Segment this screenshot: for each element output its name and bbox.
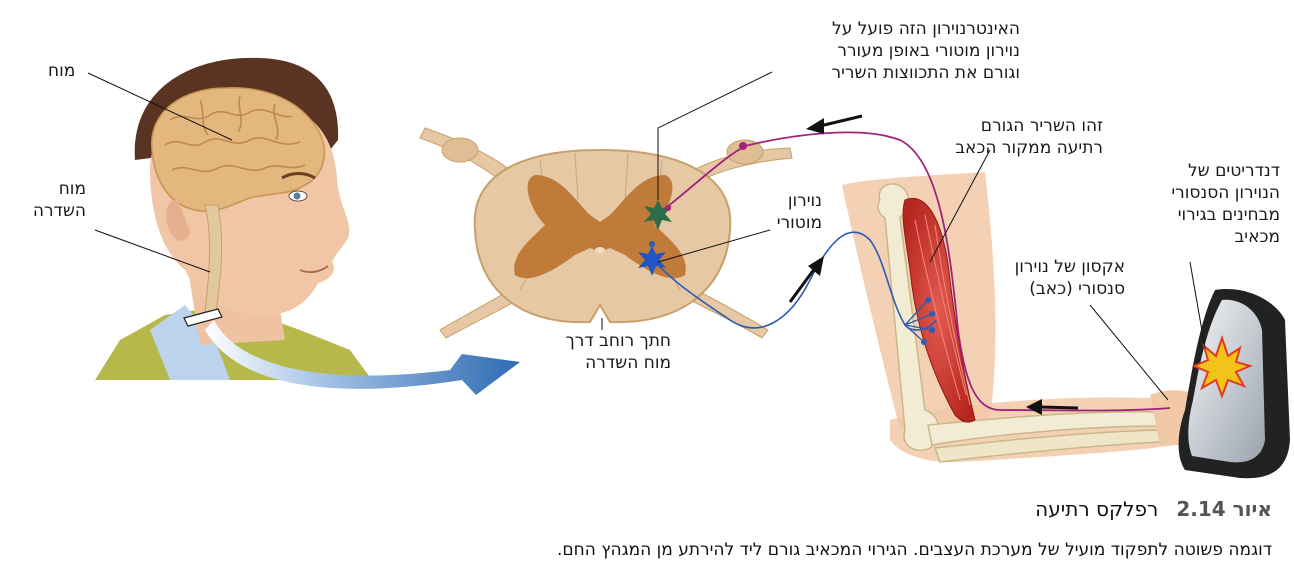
- label-cross-section-line-2: מוח השדרה: [585, 353, 671, 373]
- leader-muscle: [929, 149, 991, 263]
- spinal-cord-cross-section: [419, 127, 793, 339]
- biceps-muscle: [902, 197, 976, 423]
- cut-plane: [183, 308, 223, 327]
- label-muscle-line-1: זהו השריר הגורם: [980, 116, 1103, 136]
- motor-neuron-soma-node: [649, 241, 655, 247]
- head-illustration: [95, 57, 372, 380]
- label-dendrites-line-1: דנדריטים של: [1188, 161, 1280, 181]
- label-brain: מוח: [48, 61, 76, 81]
- eyebrow: [281, 172, 316, 180]
- label-muscle-line-2: רתיעה ממקור הכאב: [955, 138, 1103, 158]
- label-interneuron-line-2: נוירון מוטורי באופן מעורר: [837, 41, 1020, 61]
- leader-dendrites: [1189, 261, 1206, 349]
- muscle-fibers: [914, 214, 971, 406]
- sensory-dendrites: [904, 299, 933, 343]
- label-dendrites-line-2: הנוירון הסנסורי: [1171, 183, 1280, 203]
- leader-motor-neuron: [657, 229, 771, 263]
- label-interneuron: האינטרנוירון הזה פועל על נוירון מוטורי ב…: [780, 18, 1020, 84]
- nerve-root-lower-right: [693, 291, 769, 339]
- label-interneuron-line-3: וגורם את התכווצות השריר: [831, 63, 1020, 83]
- collar: [150, 305, 230, 380]
- nerve-root-lower-left: [439, 289, 519, 339]
- motor-axon-node: [739, 142, 747, 150]
- central-canal: [595, 247, 605, 253]
- mouth: [299, 265, 329, 274]
- arrow-motor-top: [819, 114, 863, 128]
- arrow-forearm: [1039, 405, 1079, 410]
- sensory-terminal-1: [925, 297, 931, 303]
- label-sensory-axon-line-1: אקסון של נוירון: [1014, 257, 1125, 277]
- label-cross-section-line-1: חתך רוחב דרך: [565, 331, 671, 351]
- ganglion-left: [441, 137, 479, 163]
- leader-sensory-axon: [1089, 304, 1169, 401]
- sensory-terminal-3: [929, 327, 935, 333]
- figure-caption-text: דוגמה פשוטה לתפקוד מועיל של מערכת העצבים…: [557, 540, 1272, 560]
- label-dendrites-line-3: מבחינים בגירוי: [1177, 205, 1280, 225]
- label-dendrites-line-4: מכאיב: [1234, 227, 1280, 247]
- label-spinal-cord: מוח השדרה: [32, 178, 86, 222]
- figure-title: רפלקס רתיעה: [1035, 497, 1159, 521]
- gray-matter: [514, 175, 686, 279]
- arrow-forearm-head: [1026, 399, 1042, 415]
- arrow-motor-top-head: [806, 118, 824, 134]
- figure-caption-title: איור 2.14 רפלקס רתיעה: [1035, 497, 1272, 521]
- brain-folds: [164, 95, 306, 173]
- big-curved-arrow: [205, 320, 520, 395]
- label-motor-neuron-line-2: מוטורי: [776, 213, 822, 233]
- arrow-sensory-up-head: [808, 256, 824, 276]
- label-motor-neuron: נוירון מוטורי: [770, 190, 822, 234]
- label-interneuron-line-1: האינטרנוירון הזה פועל על: [832, 19, 1020, 39]
- label-dendrites: דנדריטים של הנוירון הסנסורי מבחינים בגיר…: [1130, 160, 1280, 248]
- label-sensory-axon: אקסון של נוירון סנסורי (כאב): [985, 256, 1125, 300]
- leader-brain: [87, 72, 233, 141]
- pain-burst: [1191, 334, 1253, 399]
- sensory-terminal-4: [921, 339, 927, 345]
- arm-illustration: [842, 172, 1212, 463]
- label-motor-neuron-line-1: נוירון: [787, 191, 822, 211]
- interneuron-terminal: [665, 205, 671, 211]
- label-spinal-cord-line-2: השדרה: [32, 201, 86, 221]
- label-spinal-cord-line-1: מוח: [58, 179, 86, 199]
- label-muscle: זהו השריר הגורם רתיעה ממקור הכאב: [945, 115, 1103, 159]
- sensory-terminal-2: [929, 311, 935, 317]
- iris: [293, 192, 301, 200]
- label-cross-section: חתך רוחב דרך מוח השדרה: [545, 330, 671, 374]
- iron: [1178, 289, 1290, 479]
- interneuron-cell: [644, 200, 672, 230]
- ganglion-right: [726, 139, 764, 165]
- label-sensory-axon-line-2: סנסורי (כאב): [1029, 279, 1125, 299]
- leader-lines: [87, 71, 1206, 401]
- leader-spinal-cord: [94, 229, 211, 273]
- leader-interneuron: [657, 71, 773, 200]
- ear: [166, 199, 190, 241]
- figure-number: איור 2.14: [1176, 497, 1272, 521]
- motor-neuron-cell: [638, 246, 666, 276]
- nerve-root-upper-right: [689, 147, 793, 183]
- arrow-sensory-up: [788, 267, 817, 303]
